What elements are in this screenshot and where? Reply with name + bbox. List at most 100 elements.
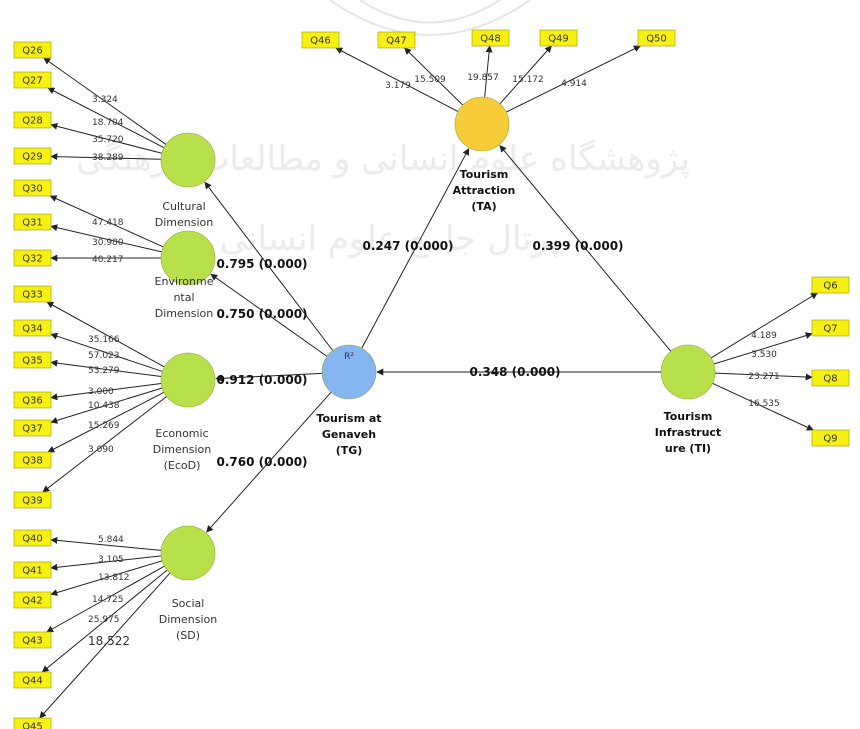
indicator-q42[interactable]: Q42 xyxy=(13,591,52,609)
indicator-q27[interactable]: Q27 xyxy=(13,71,52,89)
indicator-q43[interactable]: Q43 xyxy=(13,631,52,649)
indicator-q35[interactable]: Q35 xyxy=(13,351,52,369)
construct-circle xyxy=(660,344,716,400)
outer-loading-q42: 13.812 xyxy=(98,573,130,583)
indicator-box xyxy=(301,31,340,49)
construct-env[interactable] xyxy=(160,230,216,286)
indicator-q46[interactable]: Q46 xyxy=(301,31,340,49)
outer-loading-q35: 53.279 xyxy=(88,366,120,376)
indicator-q45[interactable]: Q45 xyxy=(13,717,52,729)
outer-loading-q32: 40.217 xyxy=(92,255,124,265)
construct-circle xyxy=(454,96,510,152)
edge-ti-q7 xyxy=(713,332,813,365)
indicator-q9[interactable]: Q9 xyxy=(811,429,850,447)
construct-label-eco-line-2: Dimension xyxy=(153,443,211,456)
indicator-q49[interactable]: Q49 xyxy=(539,29,578,47)
indicator-q38[interactable]: Q38 xyxy=(13,451,52,469)
construct-circle xyxy=(160,352,216,408)
edge-ta-q49 xyxy=(499,45,552,105)
indicator-name: Q39 xyxy=(22,496,43,507)
outer-loading-q30: 47.418 xyxy=(92,218,124,228)
indicator-name: Q49 xyxy=(548,34,569,45)
indicator-box xyxy=(811,276,850,294)
construct-circle xyxy=(321,344,377,400)
construct-label-ti-line-1: Tourism xyxy=(664,410,713,423)
construct-label-tg-line-2: Genaveh xyxy=(322,428,376,441)
indicator-box xyxy=(13,631,52,649)
indicator-box xyxy=(811,319,850,337)
edge-eco-q38 xyxy=(47,391,165,453)
path-tg-to-sd xyxy=(206,391,332,533)
indicator-q8[interactable]: Q8 xyxy=(811,369,850,387)
indicator-name: Q31 xyxy=(22,218,43,229)
indicator-q7[interactable]: Q7 xyxy=(811,319,850,337)
edge-ti-q6 xyxy=(710,292,818,359)
construct-ti[interactable] xyxy=(660,344,716,400)
edge-ta-q47 xyxy=(404,47,464,106)
indicator-q30[interactable]: Q30 xyxy=(13,179,52,197)
indicator-q28[interactable]: Q28 xyxy=(13,111,52,129)
indicator-name: Q30 xyxy=(22,184,43,195)
indicator-box xyxy=(13,391,52,409)
construct-ta[interactable] xyxy=(454,96,510,152)
construct-label-sd-line-1: Social xyxy=(172,597,205,610)
construct-circle xyxy=(160,132,216,188)
indicator-box xyxy=(471,29,510,47)
construct-label-ta-line-1: Tourism xyxy=(460,168,509,181)
indicator-name: Q43 xyxy=(22,636,43,647)
indicator-q37[interactable]: Q37 xyxy=(13,419,52,437)
outer-loading-q31: 30.980 xyxy=(92,238,124,248)
indicator-q29[interactable]: Q29 xyxy=(13,147,52,165)
construct-label-sd-line-2: Dimension xyxy=(159,613,217,626)
indicator-box xyxy=(13,41,52,59)
path-tg-to-env xyxy=(210,273,328,357)
indicator-box xyxy=(13,717,52,729)
edge-sd-q43 xyxy=(46,565,165,633)
indicator-q48[interactable]: Q48 xyxy=(471,29,510,47)
indicator-box xyxy=(13,451,52,469)
indicator-q44[interactable]: Q44 xyxy=(13,671,52,689)
indicator-q26[interactable]: Q26 xyxy=(13,41,52,59)
construct-cd[interactable] xyxy=(160,132,216,188)
outer-loading-q28: 35.720 xyxy=(92,135,124,145)
construct-label-tg-line-3: (TG) xyxy=(336,444,363,457)
indicator-box xyxy=(13,71,52,89)
indicator-box xyxy=(13,285,52,303)
edge-sd-q45 xyxy=(39,572,171,719)
construct-tg[interactable]: R² xyxy=(321,344,377,400)
construct-eco[interactable] xyxy=(160,352,216,408)
edge-eco-q39 xyxy=(42,396,167,493)
indicators-layer: Q26Q27Q28Q29Q30Q31Q32Q33Q34Q35Q36Q37Q38Q… xyxy=(13,29,850,729)
indicator-name: Q26 xyxy=(22,46,43,57)
indicator-q32[interactable]: Q32 xyxy=(13,249,52,267)
indicator-q34[interactable]: Q34 xyxy=(13,319,52,337)
indicator-name: Q46 xyxy=(310,36,331,47)
indicator-name: Q28 xyxy=(22,116,43,127)
indicator-q40[interactable]: Q40 xyxy=(13,529,52,547)
indicator-q50[interactable]: Q50 xyxy=(637,29,676,47)
indicator-q41[interactable]: Q41 xyxy=(13,561,52,579)
indicator-q39[interactable]: Q39 xyxy=(13,491,52,509)
outer-loading-q6: 4.189 xyxy=(751,331,777,341)
indicator-box xyxy=(13,529,52,547)
indicator-q31[interactable]: Q31 xyxy=(13,213,52,231)
indicator-q47[interactable]: Q47 xyxy=(377,31,416,49)
outer-loading-q26: 3.324 xyxy=(92,95,118,105)
indicator-box xyxy=(539,29,578,47)
construct-label-cd-line-2: Dimension xyxy=(155,216,213,229)
indicator-q36[interactable]: Q36 xyxy=(13,391,52,409)
indicator-q6[interactable]: Q6 xyxy=(811,276,850,294)
outer-loading-q37: 10.438 xyxy=(88,401,120,411)
outer-loading-q38: 15.269 xyxy=(88,421,120,431)
indicator-name: Q41 xyxy=(22,566,43,577)
edge-eco-q33 xyxy=(46,301,165,368)
indicator-box xyxy=(13,111,52,129)
path-ti-to-ta xyxy=(499,145,672,352)
indicator-box xyxy=(13,561,52,579)
construct-sd[interactable] xyxy=(160,525,216,581)
indicator-q33[interactable]: Q33 xyxy=(13,285,52,303)
construct-circle xyxy=(160,230,216,286)
outer-loading-q50: 4.914 xyxy=(561,79,587,89)
edge-ti-q9 xyxy=(712,382,814,431)
indicator-box xyxy=(13,147,52,165)
